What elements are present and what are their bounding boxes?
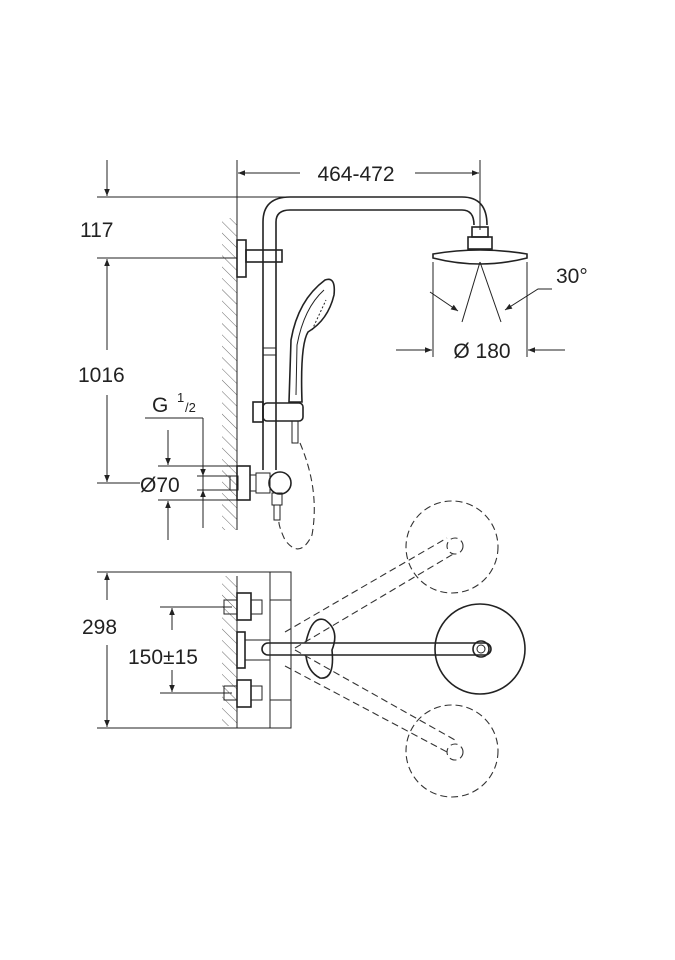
shower-riser xyxy=(236,196,488,470)
arm-projection-dimension: 464-472 xyxy=(238,160,481,230)
inlet-spacing-label: 150±15 xyxy=(128,646,198,669)
wall-side-view xyxy=(222,160,238,530)
escutcheon-diameter-label: Ø70 xyxy=(140,474,180,497)
hand-shower xyxy=(288,278,336,403)
inlet-spacing-dimension: 150±15 xyxy=(128,606,232,694)
head-diameter-label: Ø 180 xyxy=(453,340,510,363)
diverter-valve xyxy=(229,442,315,550)
thread-numerator: 1 xyxy=(177,390,184,405)
inlet-dimensions: G 1 /2 Ø70 xyxy=(140,390,237,540)
spray-angle-label: 30° xyxy=(556,265,588,288)
head-shower: 30° Ø 180 xyxy=(396,226,588,363)
swivel-arm-plan xyxy=(261,500,526,798)
height-dimensions: 117 1016 xyxy=(78,160,290,484)
arm-projection-label: 464-472 xyxy=(317,163,394,186)
wall-plan-view xyxy=(222,571,292,729)
depth-label: 298 xyxy=(82,616,117,639)
depth-dimension: 298 xyxy=(82,571,291,729)
thread-denominator: /2 xyxy=(185,400,196,415)
rail-height-label: 1016 xyxy=(78,364,125,387)
top-offset-label: 117 xyxy=(80,219,113,242)
thread-label: G xyxy=(152,394,168,417)
